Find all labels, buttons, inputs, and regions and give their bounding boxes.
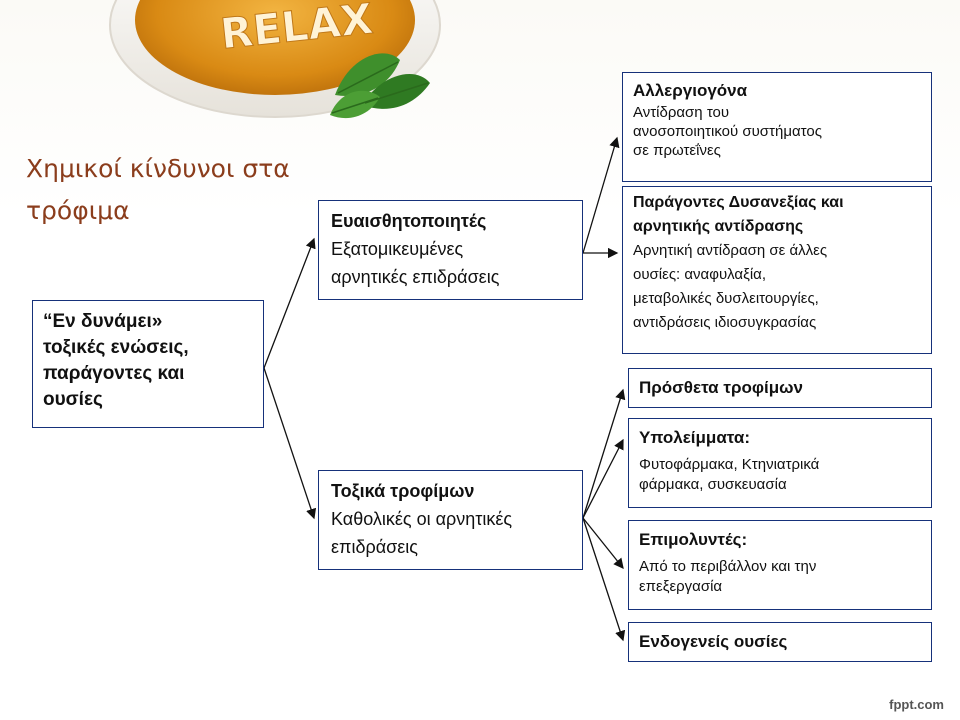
root-line-1: “Εν δυνάμει» xyxy=(43,311,163,332)
intolerance-line-1: Αρνητική αντίδραση σε άλλες xyxy=(633,242,828,259)
title-line-2: τρόφιμα xyxy=(26,196,130,225)
sensitizers-line-1: Εξατομικευμένες xyxy=(331,239,464,259)
contaminants-line-2: επεξεργασία xyxy=(639,578,723,595)
intolerance-box: Παράγοντες Δυσανεξίας και αρνητικής αντί… xyxy=(622,186,932,354)
allergens-line-2: ανοσοποιητικού συστήματος xyxy=(633,123,822,140)
footer-brand: fppt.com xyxy=(889,697,944,712)
sensitizers-title: Ευαισθητοποιητές xyxy=(331,211,487,231)
endogenous-box: Ενδογενείς ουσίες xyxy=(628,622,932,662)
allergens-title: Αλλεργιογόνα xyxy=(633,81,748,100)
sensitizers-line-2: αρνητικές επιδράσεις xyxy=(331,267,500,287)
tea-cup-icon: RELAX xyxy=(109,0,441,119)
intolerance-line-4: αντιδράσεις ιδιοσυγκρασίας xyxy=(633,314,817,331)
title-line-1: Χημικοί κίνδυνοι στα xyxy=(26,154,290,183)
root-line-3: παράγοντες και xyxy=(43,363,185,384)
residues-line-1: Φυτοφάρμακα, Κτηνιατρικά xyxy=(639,456,820,473)
intolerance-title-1: Παράγοντες Δυσανεξίας και xyxy=(633,194,844,211)
additives-title: Πρόσθετα τροφίμων xyxy=(639,378,803,397)
root-node-box: “Εν δυνάμει» τοξικές ενώσεις, παράγοντες… xyxy=(32,300,264,428)
root-line-2: τοξικές ενώσεις, xyxy=(43,337,189,358)
intolerance-line-2: ουσίες: αναφυλαξία, xyxy=(633,266,766,283)
root-line-4: ουσίες xyxy=(43,389,103,410)
intolerance-line-3: μεταβολικές δυσλειτουργίες, xyxy=(633,290,819,307)
toxicants-line-2: επιδράσεις xyxy=(331,537,418,557)
residues-line-2: φάρμακα, συσκευασία xyxy=(639,476,787,493)
mint-leaf-icon xyxy=(330,53,430,119)
toxicants-title: Τοξικά τροφίμων xyxy=(331,481,475,501)
toxicants-line-1: Καθολικές οι αρνητικές xyxy=(331,509,513,529)
allergens-line-3: σε πρωτεΐνες xyxy=(633,142,721,159)
endogenous-title: Ενδογενείς ουσίες xyxy=(639,632,788,651)
allergens-box: Αλλεργιογόνα Αντίδραση του ανοσοποιητικο… xyxy=(622,72,932,182)
contaminants-line-1: Από το περιβάλλον και την xyxy=(639,558,817,575)
sensitizers-box: Ευαισθητοποιητές Εξατομικευμένες αρνητικ… xyxy=(318,200,583,300)
toxicants-box: Τοξικά τροφίμων Καθολικές οι αρνητικές ε… xyxy=(318,470,583,570)
additives-box: Πρόσθετα τροφίμων xyxy=(628,368,932,408)
contaminants-box: Επιμολυντές: Από το περιβάλλον και την ε… xyxy=(628,520,932,610)
residues-title: Υπολείμματα: xyxy=(639,428,750,447)
residues-box: Υπολείμματα: Φυτοφάρμακα, Κτηνιατρικά φά… xyxy=(628,418,932,508)
allergens-line-1: Αντίδραση του xyxy=(633,104,730,121)
contaminants-title: Επιμολυντές: xyxy=(639,530,748,549)
page-title: Χημικοί κίνδυνοι στα τρόφιμα xyxy=(26,148,386,232)
intolerance-title-2: αρνητικής αντίδρασης xyxy=(633,218,804,235)
